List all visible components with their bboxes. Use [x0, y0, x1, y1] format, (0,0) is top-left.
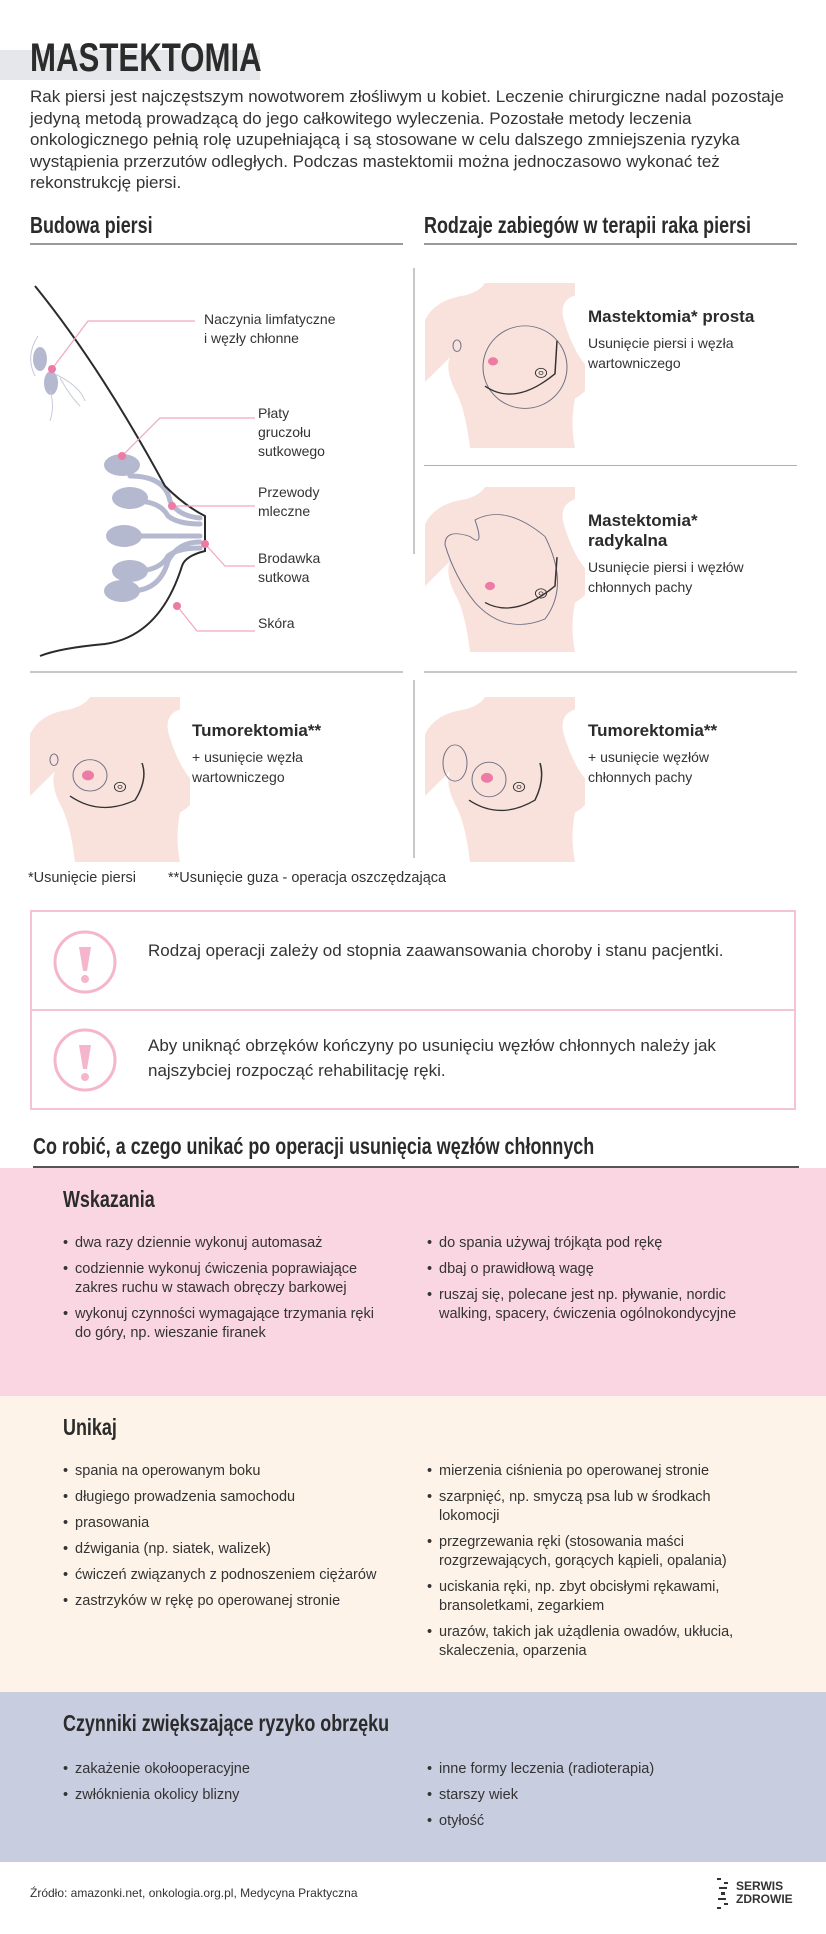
torso-illustration-radical	[425, 487, 585, 652]
indications-list-right: do spania używaj trójkąta pod rękę dbaj …	[427, 1234, 747, 1331]
anatomy-heading: Budowa piersi	[30, 212, 153, 238]
divider	[424, 671, 797, 673]
torso-illustration-lumpectomy	[30, 697, 190, 862]
exclamation-icon	[53, 1028, 117, 1092]
procedure-card: Tumorektomia**+ usunięcie węzłów chłonny…	[588, 721, 718, 785]
list-item: dwa razy dziennie wykonuj automasaż	[63, 1234, 383, 1253]
divider	[413, 680, 415, 858]
care-heading: Co robić, a czego unikać po operacji usu…	[33, 1133, 595, 1159]
footnote: **Usunięcie guza - operacja oszczędzając…	[168, 870, 447, 886]
list-item: przegrzewania ręki (stosowania maści roz…	[427, 1533, 772, 1571]
source-text: Źródło: amazonki.net, onkologia.org.pl, …	[30, 1886, 358, 1900]
list-item: starszy wiek	[427, 1786, 747, 1805]
risk-list-left: zakażenie okołooperacyjne zwłóknienia ok…	[63, 1760, 383, 1812]
exclamation-icon	[53, 930, 117, 994]
intro-text: Rak piersi jest najczęstszym nowotworem …	[30, 87, 784, 192]
list-item: do spania używaj trójkąta pod rękę	[427, 1234, 747, 1253]
dna-icon	[717, 1878, 728, 1909]
breast-anatomy-diagram	[30, 285, 255, 657]
page-title-wrap: MASTEKTOMIA	[30, 36, 327, 80]
torso-illustration-simple	[425, 283, 585, 448]
list-item: zakażenie okołooperacyjne	[63, 1760, 383, 1779]
indications-title: Wskazania	[63, 1186, 155, 1212]
list-item: codziennie wykonuj ćwiczenia poprawiając…	[63, 1260, 383, 1298]
list-item: wykonuj czynności wymagające trzymania r…	[63, 1305, 383, 1343]
footnote: *Usunięcie piersi	[28, 870, 136, 886]
risk-title: Czynniki zwiększające ryzyko obrzęku	[63, 1710, 390, 1736]
divider	[424, 465, 797, 466]
page-title: MASTEKTOMIA	[30, 36, 262, 80]
list-item: otyłość	[427, 1812, 747, 1831]
alert-item: Aby uniknąć obrzęków kończyny po usunięc…	[32, 1011, 794, 1108]
indications-list-left: dwa razy dziennie wykonuj automasaż codz…	[63, 1234, 383, 1350]
list-item: zastrzyków w rękę po operowanej stronie	[63, 1592, 383, 1611]
list-item: dźwigania (np. siatek, walizek)	[63, 1540, 383, 1559]
list-item: ruszaj się, polecane jest np. pływanie, …	[427, 1286, 747, 1324]
list-item: szarpnięć, np. smyczą psa lub w środkach…	[427, 1488, 772, 1526]
avoid-panel: Unikaj spania na operowanym boku długieg…	[0, 1396, 826, 1692]
risk-list-right: inne formy leczenia (radioterapia) stars…	[427, 1760, 747, 1838]
list-item: dbaj o prawidłową wagę	[427, 1260, 747, 1279]
torso-illustration-lumpectomy-nodes	[425, 697, 585, 862]
list-item: prasowania	[63, 1514, 383, 1533]
divider	[413, 268, 415, 554]
avoid-title: Unikaj	[63, 1414, 117, 1440]
divider	[30, 671, 403, 673]
list-item: spania na operowanym boku	[63, 1462, 383, 1481]
alert-box: Rodzaj operacji zależy od stopnia zaawan…	[30, 910, 796, 1110]
risk-panel: Czynniki zwiększające ryzyko obrzęku zak…	[0, 1692, 826, 1862]
list-item: urazów, takich jak użądlenia owadów, ukł…	[427, 1623, 772, 1661]
list-item: długiego prowadzenia samochodu	[63, 1488, 383, 1507]
procedures-heading: Rodzaje zabiegów w terapii raka piersi	[424, 212, 752, 238]
list-item: mierzenia ciśnienia po operowanej stroni…	[427, 1462, 772, 1481]
list-item: inne formy leczenia (radioterapia)	[427, 1760, 747, 1779]
alert-item: Rodzaj operacji zależy od stopnia zaawan…	[32, 912, 794, 1011]
indications-panel: Wskazania dwa razy dziennie wykonuj auto…	[0, 1168, 826, 1396]
procedure-card: Tumorektomia**+ usunięcie węzła wartowni…	[192, 721, 322, 785]
list-item: ćwiczeń związanych z podnoszeniem ciężar…	[63, 1566, 383, 1585]
label-skin: Skóra	[258, 615, 295, 631]
list-item: uciskania ręki, np. zbyt obcisłymi rękaw…	[427, 1578, 772, 1616]
divider	[30, 243, 403, 245]
divider	[424, 243, 797, 245]
list-item: zwłóknienia okolicy blizny	[63, 1786, 383, 1805]
avoid-list-left: spania na operowanym boku długiego prowa…	[63, 1462, 383, 1618]
title-band	[0, 50, 260, 80]
avoid-list-right: mierzenia ciśnienia po operowanej stroni…	[427, 1462, 772, 1668]
divider	[33, 1166, 799, 1168]
